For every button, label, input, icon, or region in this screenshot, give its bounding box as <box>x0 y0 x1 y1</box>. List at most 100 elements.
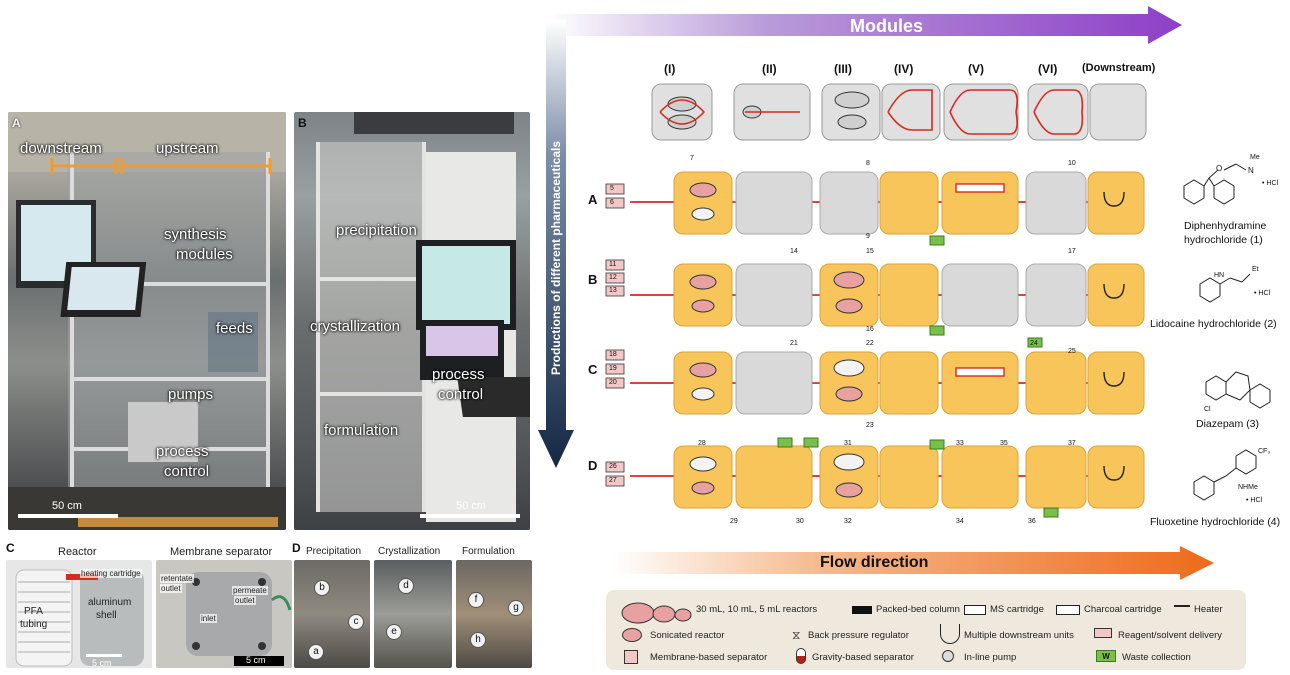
y-axis-title: Productions of different pharmaceuticals <box>549 138 563 378</box>
process-flow-diagram <box>600 80 1170 560</box>
structure-lidocaine <box>1190 258 1280 308</box>
chem-cf3-4: CF₃ <box>1258 448 1270 455</box>
permeate-label-2: outlet <box>234 596 256 605</box>
module-header-downstream: (Downstream) <box>1082 62 1155 74</box>
module-header-4: (IV) <box>894 62 913 76</box>
stream-10: 10 <box>1068 160 1076 167</box>
legend-sonicated: Sonicated reactor <box>650 630 724 641</box>
module-header-2: (II) <box>762 62 777 76</box>
pharma-c-name: Diazepam (3) <box>1196 418 1259 430</box>
chem-hcl-1: • HCl <box>1262 180 1278 187</box>
module-header-5: (V) <box>968 62 984 76</box>
reactor-title: Reactor <box>58 546 97 558</box>
stream-22: 22 <box>866 340 874 347</box>
label-process: process <box>156 443 209 460</box>
marker-f: f <box>468 592 484 608</box>
waste-icon: W <box>1096 650 1116 662</box>
modules-title: Modules <box>850 16 923 37</box>
label-b-process: process <box>432 366 485 383</box>
pfa-label-1: PFA <box>24 606 43 617</box>
input-20: 20 <box>609 379 617 386</box>
d-title-crystallization: Crystallization <box>378 546 440 557</box>
scale-text-a: 50 cm <box>52 500 82 512</box>
label-pumps: pumps <box>168 386 213 403</box>
aluminum-label-1: aluminum <box>88 597 131 608</box>
legend-waste: Waste collection <box>1122 652 1191 663</box>
input-11: 11 <box>609 261 616 268</box>
heating-cartridge-label: heating cartridge <box>80 569 142 578</box>
module-header-6: (VI) <box>1038 62 1057 76</box>
stream-17: 17 <box>1068 248 1076 255</box>
heater-icon <box>1174 605 1190 615</box>
row-letter-d: D <box>588 458 597 473</box>
packed-bed-icon <box>852 606 872 614</box>
chem-n-1: N <box>1248 166 1254 175</box>
input-6: 6 <box>610 199 614 206</box>
legend-panel: 30 mL, 10 mL, 5 mL reactors Packed-bed c… <box>606 590 1246 670</box>
scale-bar-b <box>420 514 520 518</box>
panel-b-letter: B <box>298 116 307 130</box>
row-letter-a: A <box>588 192 597 207</box>
chem-cl-3: Cl <box>1204 406 1211 413</box>
stream-28: 28 <box>698 440 706 447</box>
module-header-1: (I) <box>664 62 675 76</box>
stream-23: 23 <box>866 422 874 429</box>
label-crystallization: crystallization <box>310 318 400 335</box>
scale-bar-c1 <box>86 654 122 657</box>
stream-34: 34 <box>956 518 964 525</box>
permeate-label-1: permeate <box>232 586 268 595</box>
chem-me-1: Me <box>1250 154 1260 161</box>
input-27: 27 <box>609 477 617 484</box>
marker-d: d <box>398 578 414 594</box>
chem-hn-2: HN <box>1214 272 1224 279</box>
stream-16: 16 <box>866 326 874 333</box>
structure-fluoxetine <box>1186 446 1286 506</box>
legend-ms-cartridge: MS cartridge <box>990 604 1044 615</box>
marker-h: h <box>470 632 486 648</box>
stream-36: 36 <box>1028 518 1036 525</box>
input-5: 5 <box>610 185 614 192</box>
row-d-modules <box>674 446 1144 508</box>
inline-pump-icon <box>942 650 954 662</box>
stream-25: 25 <box>1068 348 1076 355</box>
pharma-a-name-2: hydrochloride (1) <box>1184 234 1263 246</box>
label-precipitation: precipitation <box>336 222 417 239</box>
label-control: control <box>164 463 209 480</box>
marker-e: e <box>386 624 402 640</box>
stream-7: 7 <box>690 155 694 162</box>
stream-30: 30 <box>796 518 804 525</box>
marker-a: a <box>308 644 324 660</box>
row-b-modules <box>674 264 1144 326</box>
retentate-label-1: retentate <box>160 574 194 583</box>
photo-crystallization <box>374 560 452 668</box>
stream-32: 32 <box>844 518 852 525</box>
pharma-b-name: Lidocaine hydrochloride (2) <box>1150 318 1277 330</box>
stream-33: 33 <box>956 440 964 447</box>
marker-b: b <box>314 580 330 596</box>
sonicated-reactor-icon <box>622 628 642 642</box>
membrane-separator-title: Membrane separator <box>170 546 272 558</box>
inlet-label: inlet <box>200 614 217 623</box>
chem-et-2: Et <box>1252 266 1259 273</box>
reagent-delivery-icon <box>1094 628 1112 638</box>
legend-reactors: 30 mL, 10 mL, 5 mL reactors <box>696 604 817 615</box>
stream-37: 37 <box>1068 440 1076 447</box>
bpr-icon: ⧖ <box>792 628 800 643</box>
pharma-a-name: Diphenhydramine <box>1184 220 1266 232</box>
d-title-precipitation: Precipitation <box>306 546 361 557</box>
retentate-label-2: outlet <box>160 584 182 593</box>
pfa-label-2: tubing <box>20 619 47 630</box>
legend-membrane: Membrane-based separator <box>650 652 767 663</box>
panel-d-letter: D <box>292 541 301 555</box>
input-13: 13 <box>609 287 617 294</box>
row-a-modules <box>674 172 1144 234</box>
label-modules: modules <box>176 246 233 263</box>
label-synthesis: synthesis <box>164 226 227 243</box>
stream-24: 24 <box>1030 340 1038 347</box>
input-12: 12 <box>609 274 617 281</box>
chem-hcl-4: • HCl <box>1246 497 1262 504</box>
input-19: 19 <box>609 365 617 372</box>
scale-text-c1: 5 cm <box>92 658 112 668</box>
legend-bpr: Back pressure regulator <box>808 630 909 641</box>
input-26: 26 <box>609 463 617 470</box>
